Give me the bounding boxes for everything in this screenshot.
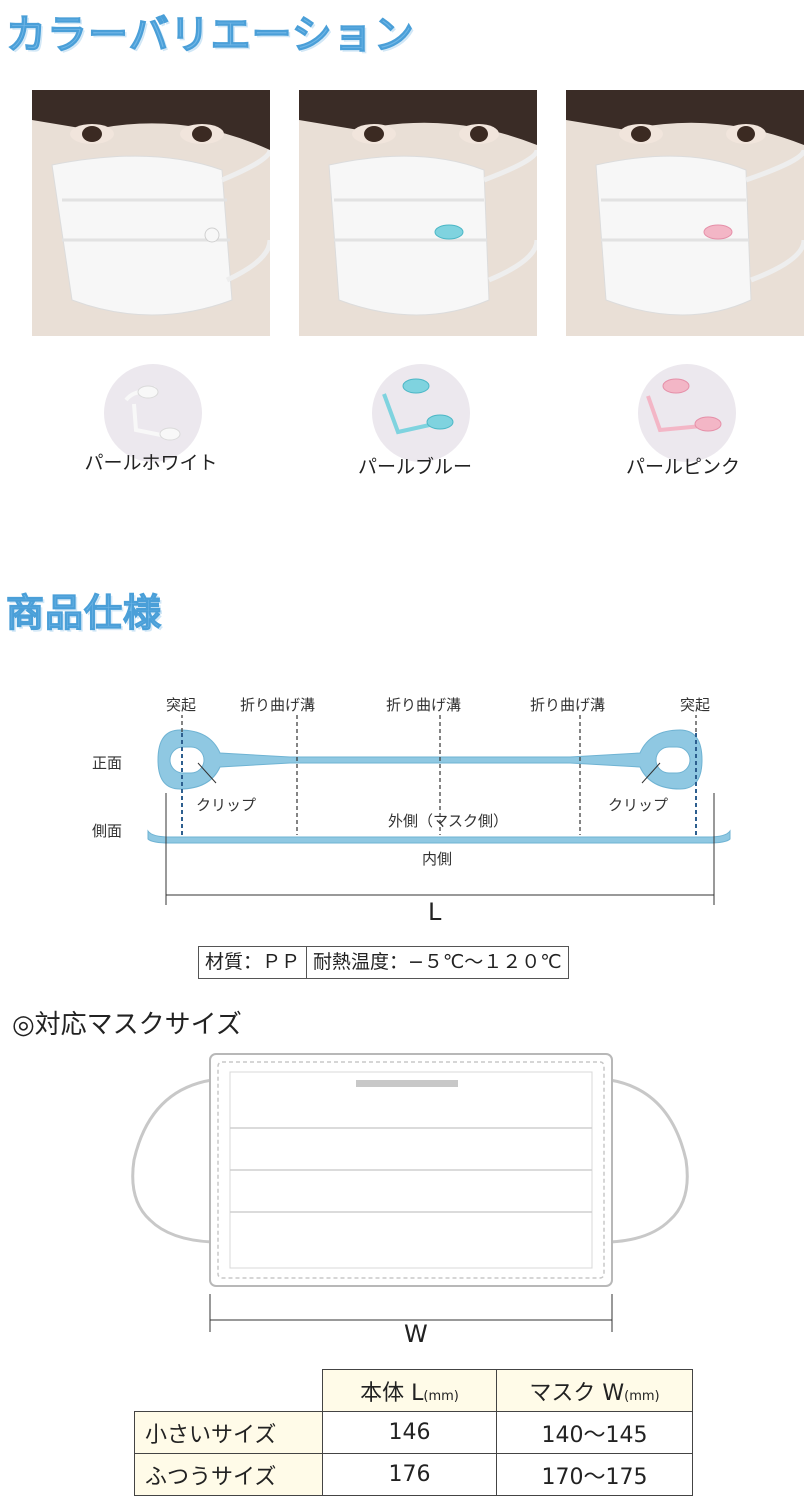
col-header-body-length: 本体 L(mm) [322,1369,497,1412]
material-text: 材質：ＰＰ [205,951,301,973]
product-spec-title: 商品仕様 [5,591,163,636]
product-photo-white [32,90,270,336]
compatible-mask-size-title: ◎対応マスクサイズ [12,1010,242,1040]
cell-body-regular: 176 [322,1453,497,1496]
protrusion-label-right: 突起 [680,696,711,714]
fold-label-1: 折り曲げ溝 [240,696,316,714]
cell-mask-small: 140〜145 [496,1411,693,1454]
outer-side-label: 外側（マスク側） [388,812,509,830]
cell-mask-regular: 170〜175 [496,1453,693,1496]
width-label: W [404,1320,428,1348]
mask-diagram [131,1053,689,1332]
front-label: 正面 [92,754,123,772]
size-table: 本体 L(mm) マスク W(mm) 小さいサイズ 146 140〜145 ふつ… [134,1369,693,1496]
swatch-white [104,364,202,462]
product-photo-pink [566,90,804,336]
color-name-white: パールホワイト [84,452,218,474]
table-row: 小さいサイズ 146 140〜145 [134,1411,693,1454]
length-label: L [428,898,442,926]
table-header-row: 本体 L(mm) マスク W(mm) [134,1369,693,1412]
col-header-mask-width: マスク W(mm) [496,1369,693,1412]
inner-side-label: 内側 [422,850,453,868]
color-variation-title: カラーバリエーション [6,12,415,59]
row-label-small: 小さいサイズ [134,1411,323,1454]
row-label-regular: ふつうサイズ [134,1453,323,1496]
product-photo-blue [299,90,537,336]
spec-box: 材質：ＰＰ 耐熱温度：−５℃〜１２０℃ [198,946,569,979]
cell-body-small: 146 [322,1411,497,1454]
color-name-blue: パールブルー [357,456,472,478]
fold-label-2: 折り曲げ溝 [386,696,462,714]
protrusion-label-left: 突起 [166,696,197,714]
fold-label-3: 折り曲げ溝 [530,696,606,714]
side-label: 側面 [92,822,123,840]
color-name-pink: パールピンク [625,456,740,478]
clip-label-left: クリップ [196,796,257,814]
swatch-pink [638,364,736,462]
heat-resistance-text: 耐熱温度：−５℃〜１２０℃ [306,947,568,978]
swatch-blue [372,364,470,462]
table-row: ふつうサイズ 176 170〜175 [134,1453,693,1496]
clip-label-right: クリップ [608,796,669,814]
clip-diagram [147,715,731,905]
